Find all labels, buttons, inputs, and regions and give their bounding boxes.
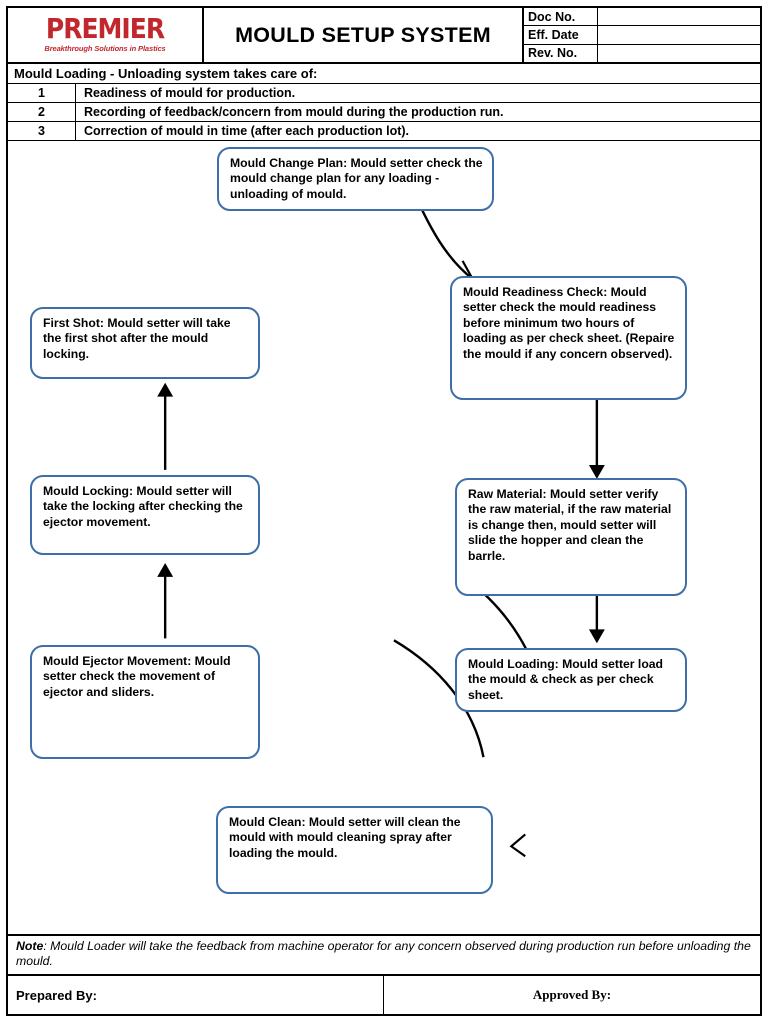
intro-row-2: 2 Recording of feedback/concern from mou… xyxy=(8,103,760,122)
intro-row-number: 2 xyxy=(8,103,76,121)
footer-note-text: : Mould Loader will take the feedback fr… xyxy=(16,938,751,969)
logo-tagline: Breakthrough Solutions in Plastics xyxy=(44,44,166,54)
page-title: MOULD SETUP SYSTEM xyxy=(204,8,524,62)
flow-node-mould-clean[interactable]: Mould Clean: Mould setter will clean the… xyxy=(216,806,493,894)
arrowhead-loading-to-clean xyxy=(509,833,526,858)
intro-row-number: 1 xyxy=(8,84,76,102)
meta-value-doc-no[interactable] xyxy=(598,8,760,25)
flow-node-mould-readiness-check[interactable]: Mould Readiness Check: Mould setter chec… xyxy=(450,276,687,400)
meta-row-doc-no: Doc No. xyxy=(524,8,760,27)
logo-wordmark: PREMIER xyxy=(45,12,165,45)
flowchart-canvas: Mould Change Plan: Mould setter check th… xyxy=(8,141,760,936)
flow-node-first-shot[interactable]: First Shot: Mould setter will take the f… xyxy=(30,307,260,379)
signature-row: Prepared By: Approved By: xyxy=(8,976,760,1014)
intro-row-number: 3 xyxy=(8,122,76,140)
intro-row-text: Recording of feedback/concern from mould… xyxy=(84,105,504,119)
meta-row-eff-date: Eff. Date xyxy=(524,26,760,45)
footer-note-label: Note xyxy=(16,938,44,953)
flow-node-mould-locking[interactable]: Mould Locking: Mould setter will take th… xyxy=(30,475,260,555)
flow-node-mould-change-plan[interactable]: Mould Change Plan: Mould setter check th… xyxy=(217,147,494,211)
intro-row-1: 1 Readiness of mould for production. xyxy=(8,84,760,103)
prepared-by-field[interactable]: Prepared By: xyxy=(8,976,384,1014)
document-header: PREMIER Breakthrough Solutions in Plasti… xyxy=(8,8,760,64)
arrowhead-ejector-to-locking xyxy=(157,563,174,577)
arrowhead-readiness-to-raw-material xyxy=(588,464,605,479)
footer-note: Note: Mould Loader will take the feedbac… xyxy=(8,936,760,976)
arrowhead-raw-material-to-loading xyxy=(588,629,605,644)
company-logo: PREMIER Breakthrough Solutions in Plasti… xyxy=(8,8,204,62)
meta-label-eff-date: Eff. Date xyxy=(524,26,598,44)
meta-row-rev-no: Rev. No. xyxy=(524,44,760,62)
header-meta-table: Doc No. Eff. Date Rev. No. xyxy=(524,8,760,62)
intro-heading: Mould Loading - Unloading system takes c… xyxy=(8,64,760,84)
page-title-text: MOULD SETUP SYSTEM xyxy=(235,22,491,47)
meta-label-rev-no: Rev. No. xyxy=(524,44,598,62)
meta-label-doc-no: Doc No. xyxy=(524,8,598,26)
flow-node-raw-material[interactable]: Raw Material: Mould setter verify the ra… xyxy=(455,478,687,596)
arrowhead-locking-to-first-shot xyxy=(157,382,174,397)
intro-row-text: Readiness of mould for production. xyxy=(84,86,296,100)
document-sheet: PREMIER Breakthrough Solutions in Plasti… xyxy=(6,6,762,1016)
intro-row-text: Correction of mould in time (after each … xyxy=(84,124,410,138)
approved-by-field[interactable]: Approved By: xyxy=(532,987,612,1002)
intro-row-3: 3 Correction of mould in time (after eac… xyxy=(8,122,760,141)
meta-value-eff-date[interactable] xyxy=(598,26,760,43)
flow-node-mould-ejector-movement[interactable]: Mould Ejector Movement: Mould setter che… xyxy=(30,645,260,759)
flow-node-mould-loading[interactable]: Mould Loading: Mould setter load the mou… xyxy=(455,648,687,712)
meta-value-rev-no[interactable] xyxy=(598,45,760,62)
